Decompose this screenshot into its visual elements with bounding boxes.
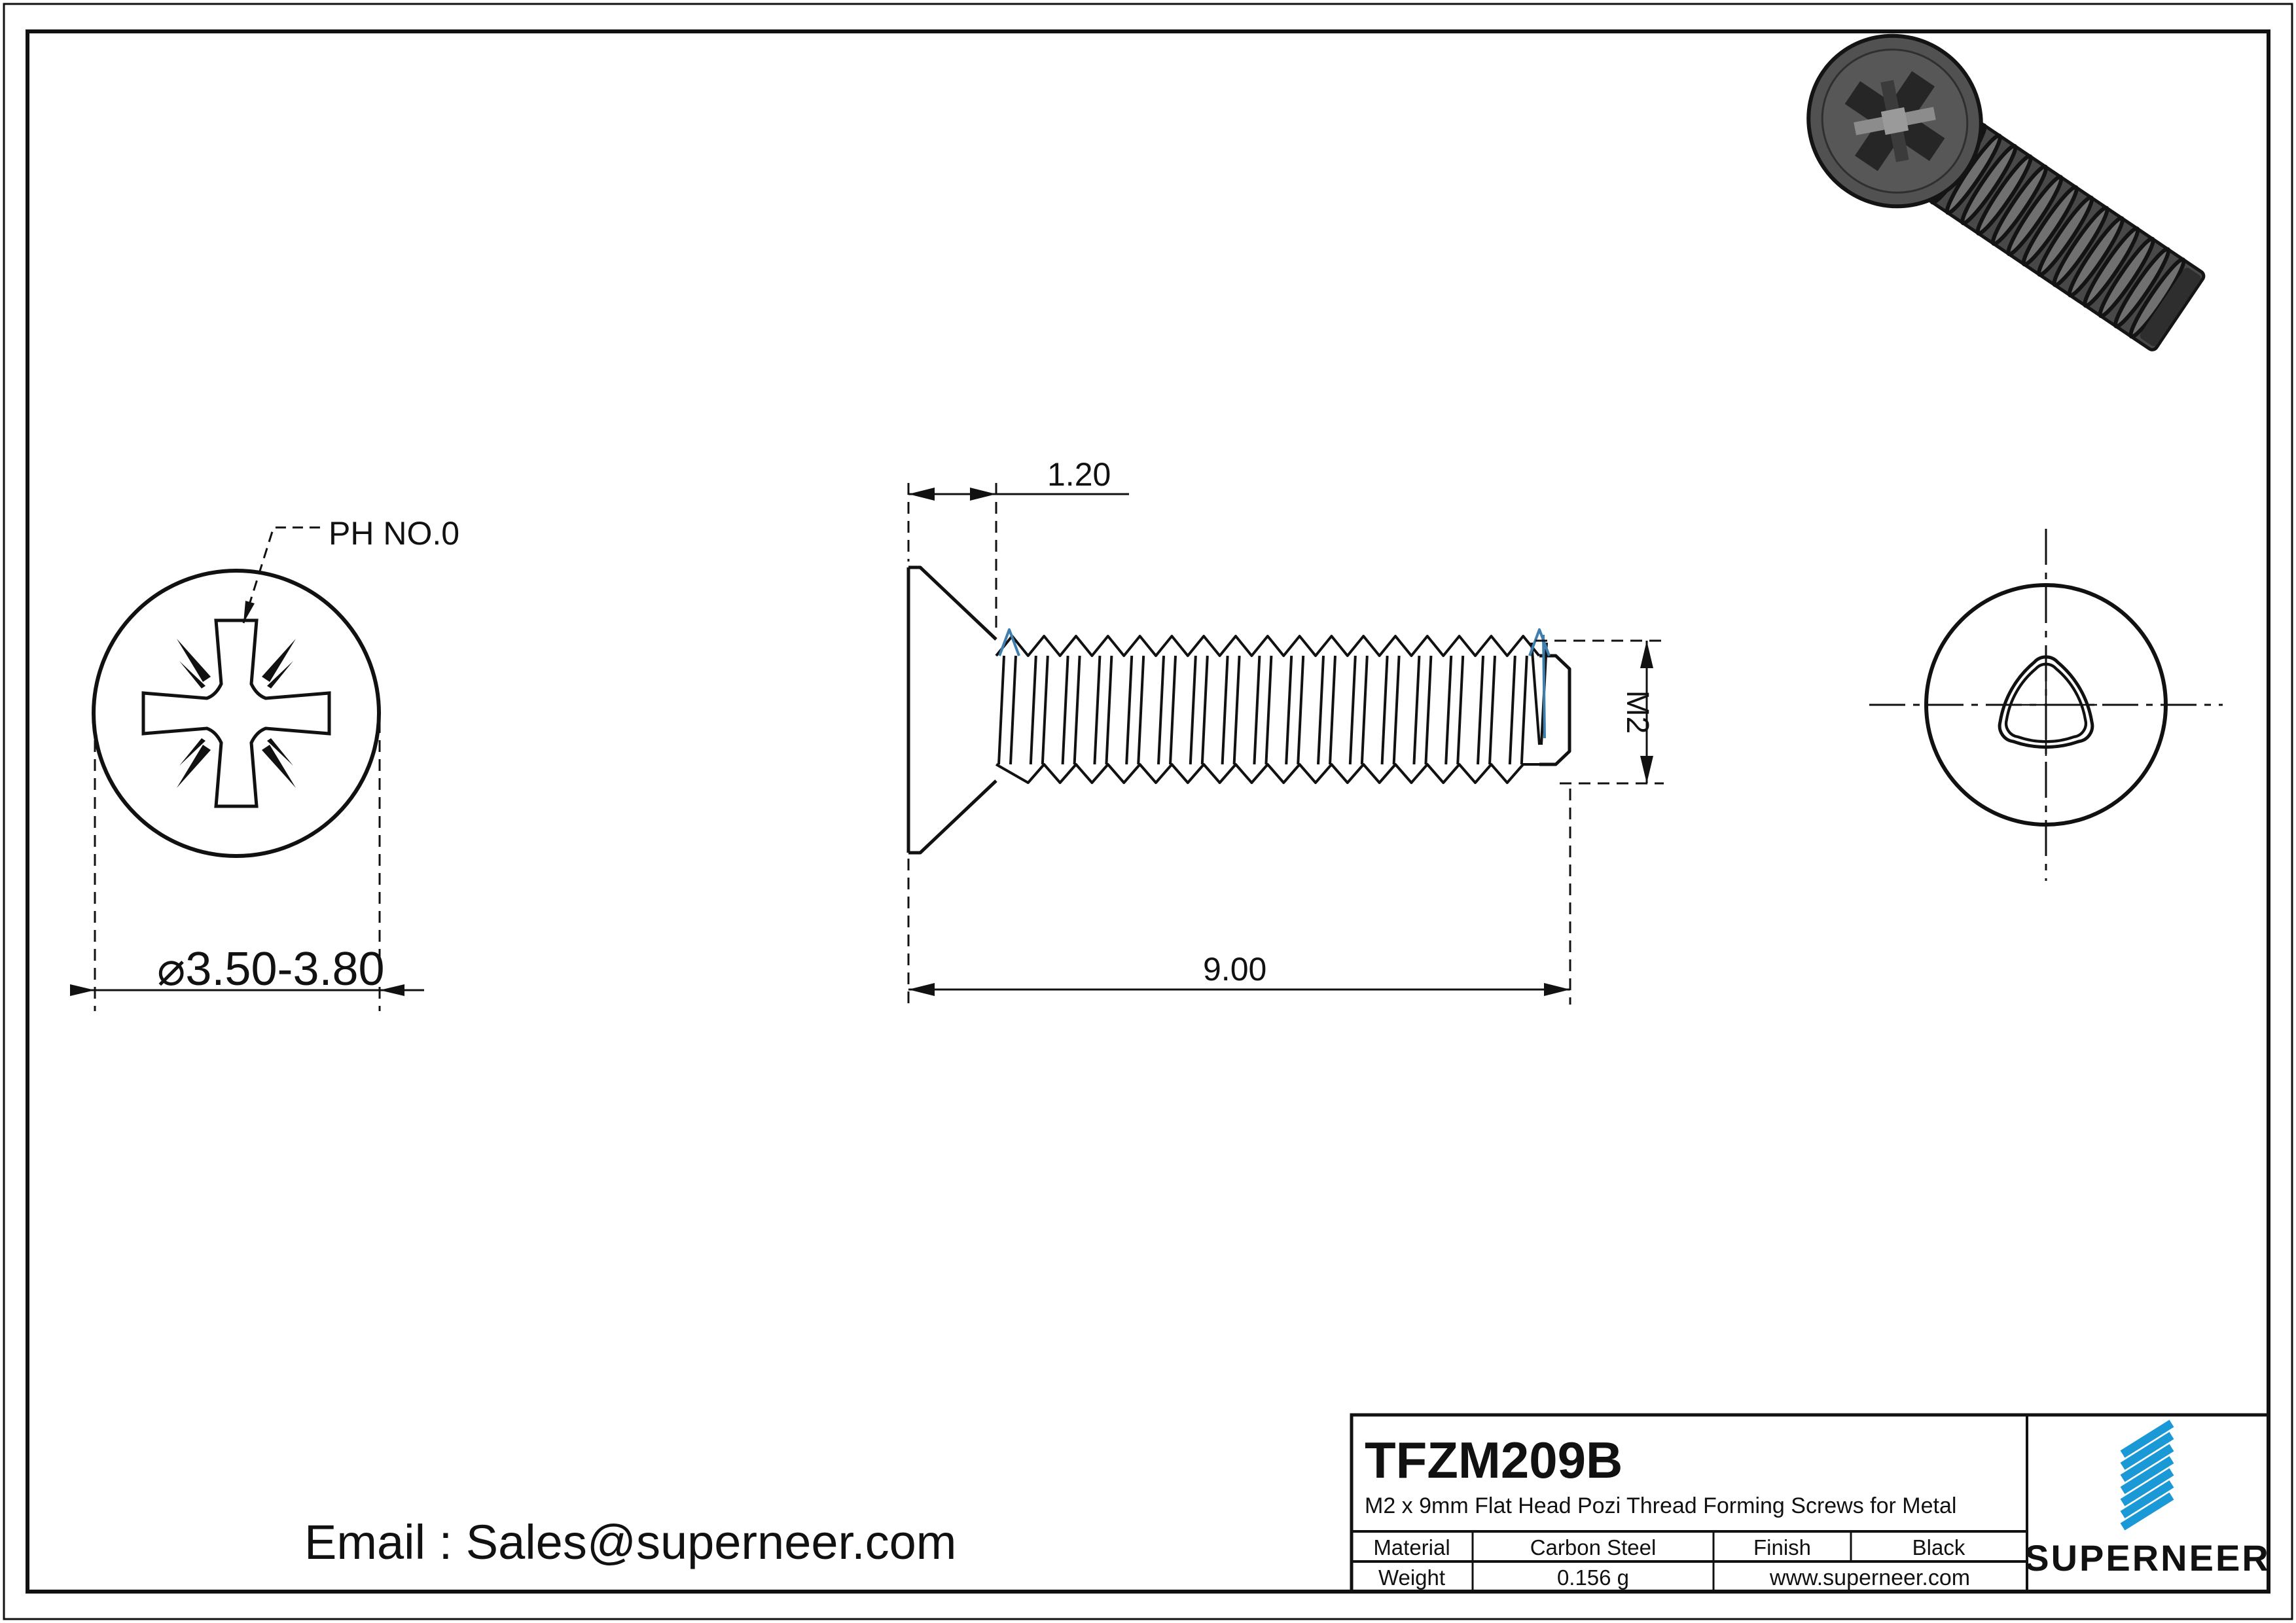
website-link[interactable]: www.superneer.com [1769, 1565, 1970, 1590]
head-diameter-text: ⌀3.50-3.80 [157, 943, 385, 995]
pozi-cross [141, 618, 331, 808]
length-dimension: 9.00 [907, 789, 1571, 1005]
head-height-text: 1.20 [1047, 456, 1111, 493]
side-view-screw [906, 565, 1571, 855]
tip-end-cap [1539, 654, 1571, 766]
title-block: TFZM209B M2 x 9mm Flat Head Pozi Thread … [1350, 1413, 2270, 1594]
finish-value: Black [1912, 1535, 1965, 1560]
thread-size-dimension: M2 [1535, 639, 1664, 785]
email-text: Email : Sales@superneer.com [304, 1515, 956, 1569]
trilobular-outer [1998, 655, 2094, 749]
head-profile [908, 565, 997, 641]
length-text: 9.00 [1203, 951, 1266, 988]
head-profile-bottom [908, 779, 997, 855]
head-diameter-dimension: ⌀3.50-3.80 [70, 721, 424, 1011]
thread-crests-top [995, 635, 1541, 657]
material-label: Material [1373, 1535, 1450, 1560]
front-view-head [92, 569, 381, 858]
thread-flanks [997, 655, 1528, 765]
title-block-border [1350, 1413, 2270, 1594]
trilobular-inner [2005, 662, 2087, 743]
render-thread-ribs [1929, 123, 2186, 339]
thread-start-marks [998, 628, 1551, 739]
leader-arrowhead [243, 601, 255, 623]
pozi-spurs [177, 639, 296, 788]
outer-border [3, 3, 2293, 1620]
head-height-dimension: 1.20 [907, 456, 1129, 633]
brand-name: SUPERNEER [2024, 1537, 2270, 1578]
screw-3d-render [1806, 33, 2206, 351]
weight-value: 0.156 g [1557, 1565, 1629, 1590]
superneer-logo-icon [2120, 1419, 2174, 1531]
thread-size-text: M2 [1620, 690, 1655, 734]
head-outline-circle [92, 569, 381, 858]
part-number: TFZM209B [1365, 1431, 1623, 1489]
render-tip-shade [2140, 268, 2201, 347]
weight-label: Weight [1378, 1565, 1445, 1590]
part-description: M2 x 9mm Flat Head Pozi Thread Forming S… [1365, 1493, 1956, 1518]
finish-label: Finish [1753, 1535, 1811, 1560]
rear-view-head [1869, 529, 2223, 881]
inner-border [26, 29, 2270, 1594]
render-pozi-recess [1844, 71, 1945, 171]
material-value: Carbon Steel [1530, 1535, 1657, 1560]
drive-label: PH NO.0 [329, 515, 459, 552]
thread-crests-bottom [996, 763, 1539, 784]
drive-leader: PH NO.0 [242, 515, 459, 624]
